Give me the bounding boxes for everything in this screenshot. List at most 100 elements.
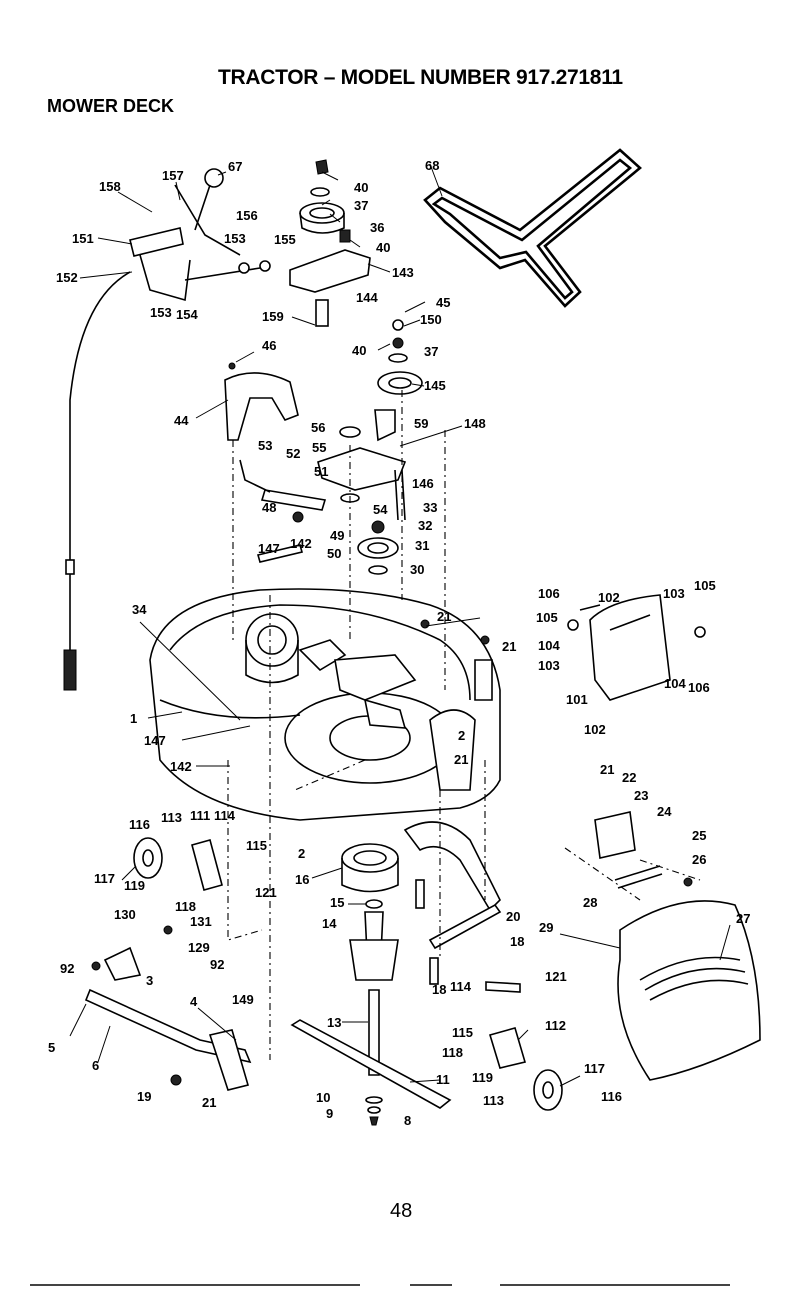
callout: 129 (188, 940, 210, 955)
callout: 37 (354, 198, 368, 213)
callout-leader-lines (69, 163, 731, 1087)
callout: 131 (190, 914, 212, 929)
scan-edge-line (30, 1284, 360, 1286)
callout: 18 (510, 934, 524, 949)
callout: 142 (290, 536, 312, 551)
callout: 2 (458, 728, 465, 743)
pulley-stack-drawing (289, 159, 423, 395)
callout: 92 (60, 961, 74, 976)
callout: 114 (450, 979, 472, 994)
callout: 116 (129, 817, 150, 832)
callout: 24 (657, 804, 672, 819)
callout: 119 (472, 1070, 493, 1085)
callout: 116 (601, 1089, 622, 1104)
page-title: TRACTOR – MODEL NUMBER 917.271811 (218, 66, 623, 89)
callout: 4 (190, 994, 198, 1009)
callout: 101 (566, 692, 588, 707)
callout: 144 (356, 290, 378, 305)
callout: 151 (72, 231, 94, 246)
callout: 53 (258, 438, 272, 453)
belt-guard-drawing (224, 362, 299, 441)
callout: 52 (286, 446, 300, 461)
callout: 155 (274, 232, 296, 247)
callout: 148 (464, 416, 486, 431)
callout: 102 (598, 590, 620, 605)
callout: 157 (162, 168, 184, 183)
chute-spring-drawing (594, 811, 761, 1081)
callout: 146 (412, 476, 434, 491)
callout: 118 (175, 899, 196, 914)
callout: 153 (224, 231, 246, 246)
callout: 117 (94, 871, 115, 886)
callout: 6 (92, 1058, 99, 1073)
callout: 104 (664, 676, 686, 691)
callout: 28 (583, 895, 597, 910)
callout: 115 (246, 838, 267, 853)
callout: 50 (327, 546, 341, 561)
callout: 32 (418, 518, 432, 533)
callout: 2 (298, 846, 305, 861)
callout: 121 (255, 885, 277, 900)
callout: 36 (370, 220, 384, 235)
gauge-wheel-left-drawing (84, 837, 252, 1091)
callout: 67 (228, 159, 242, 174)
callout: 130 (114, 907, 136, 922)
callout: 150 (420, 312, 442, 327)
callout: 102 (584, 722, 606, 737)
assembly-centerlines (227, 390, 701, 1060)
callout: 23 (634, 788, 648, 803)
callout: 44 (174, 413, 189, 428)
callout: 40 (354, 180, 368, 195)
callout: 15 (330, 895, 344, 910)
spindle-blade-drawing (290, 843, 452, 1126)
callout: 46 (262, 338, 276, 353)
callout: 145 (424, 378, 446, 393)
callout: 147 (144, 733, 166, 748)
callout: 147 (258, 541, 280, 556)
callout: 10 (316, 1090, 330, 1105)
callout: 27 (736, 911, 750, 926)
callout: 21 (502, 639, 516, 654)
callout: 54 (373, 502, 388, 517)
callout: 11 (436, 1072, 450, 1087)
callout: 118 (442, 1045, 463, 1060)
callout: 21 (600, 762, 614, 777)
callout: 68 (425, 158, 439, 173)
callout: 31 (415, 538, 429, 553)
part-number-callouts: 158 157 67 151 152 153 154 156 155 153 4… (48, 158, 750, 1128)
callout: 30 (410, 562, 424, 577)
callout: 156 (236, 208, 258, 223)
callout: 9 (326, 1106, 333, 1121)
callout: 21 (437, 609, 451, 624)
callout: 8 (404, 1113, 411, 1128)
callout: 5 (48, 1040, 55, 1055)
callout: 40 (376, 240, 390, 255)
callout: 121 (545, 969, 567, 984)
callout: 92 (210, 957, 224, 972)
callout: 103 (663, 586, 685, 601)
callout: 25 (692, 828, 706, 843)
callout: 59 (414, 416, 428, 431)
callout: 113 (161, 810, 182, 825)
callout: 142 (170, 759, 192, 774)
callout: 113 (483, 1093, 504, 1108)
rear-link-right-wheel-drawing (403, 821, 563, 1111)
callout: 114 (214, 808, 236, 823)
mower-deck-housing-drawing (149, 588, 501, 821)
callout: 13 (327, 1015, 341, 1030)
lift-arm-assembly-drawing (63, 168, 271, 691)
callout: 19 (137, 1089, 151, 1104)
callout: 20 (506, 909, 520, 924)
section-heading: MOWER DECK (47, 96, 174, 116)
callout: 112 (545, 1018, 566, 1033)
scan-edge-line (500, 1284, 730, 1286)
callout: 106 (688, 680, 710, 695)
callout: 143 (392, 265, 414, 280)
page-number: 48 (390, 1200, 413, 1222)
scan-edge-line (410, 1284, 452, 1286)
callout: 117 (584, 1061, 605, 1076)
callout: 18 (432, 982, 446, 997)
callout: 45 (436, 295, 450, 310)
callout: 105 (694, 578, 716, 593)
